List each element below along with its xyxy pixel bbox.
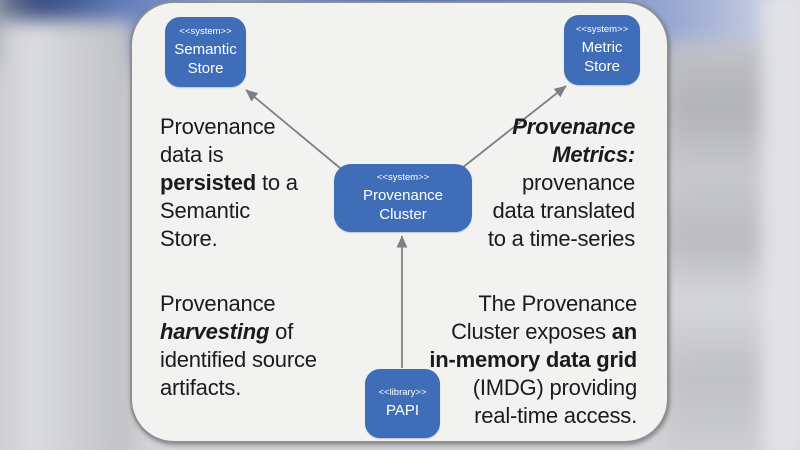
annotation-text-bold-italic: Provenance Metrics: xyxy=(512,114,635,167)
connectors-layer xyxy=(245,85,567,368)
annotation-text: of identified source artifacts. xyxy=(160,319,317,400)
node-stereotype: <<system>> xyxy=(179,26,232,37)
node-provenance-cluster: <<system>> Provenance Cluster xyxy=(334,164,472,232)
annotation-text-bold: an in-memory data grid xyxy=(429,319,637,372)
node-name: Provenance Cluster xyxy=(362,187,444,223)
connector-cluster-to-semantic-store xyxy=(245,89,341,169)
background-blur-right-column xyxy=(666,42,772,450)
node-stereotype: <<system>> xyxy=(575,24,629,35)
annotation-text-bold: persisted xyxy=(160,170,257,195)
background-blur-left-strip xyxy=(0,20,134,450)
background-blur-right-edge xyxy=(762,0,800,450)
annotation-text: Provenance xyxy=(160,291,276,316)
annotation-text: (IMDG) providing real-time access. xyxy=(472,375,637,428)
node-semantic-store: <<system>> Semantic Store xyxy=(165,17,246,87)
node-name: PAPI xyxy=(385,402,420,419)
node-papi: <<library>> PAPI xyxy=(365,369,440,438)
node-name: Semantic Store xyxy=(174,41,237,77)
annotation-text: The Provenance Cluster exposes xyxy=(451,291,637,344)
annotation-text: Provenance data is xyxy=(160,114,276,167)
node-name: Metric Store xyxy=(581,39,623,75)
annotation-persisted-to-semantic-store: Provenance data is persisted to a Semant… xyxy=(160,113,298,253)
node-stereotype: <<system>> xyxy=(376,172,430,183)
connector-cluster-to-metric-store xyxy=(461,85,567,169)
annotation-provenance-metrics: Provenance Metrics: provenance data tran… xyxy=(488,113,635,253)
annotation-text: provenance data translated to a time-ser… xyxy=(487,170,635,251)
annotation-text: to a Semantic Store. xyxy=(160,170,298,251)
annotation-imdg: The Provenance Cluster exposes an in-mem… xyxy=(429,290,637,430)
annotation-text-bold-italic: harvesting xyxy=(160,319,270,344)
node-metric-store: <<system>> Metric Store xyxy=(564,15,640,85)
slide-canvas: <<system>> Semantic Store <<system>> Met… xyxy=(130,1,669,443)
annotation-harvesting: Provenance harvesting of identified sour… xyxy=(160,290,317,402)
node-stereotype: <<library>> xyxy=(378,387,427,398)
